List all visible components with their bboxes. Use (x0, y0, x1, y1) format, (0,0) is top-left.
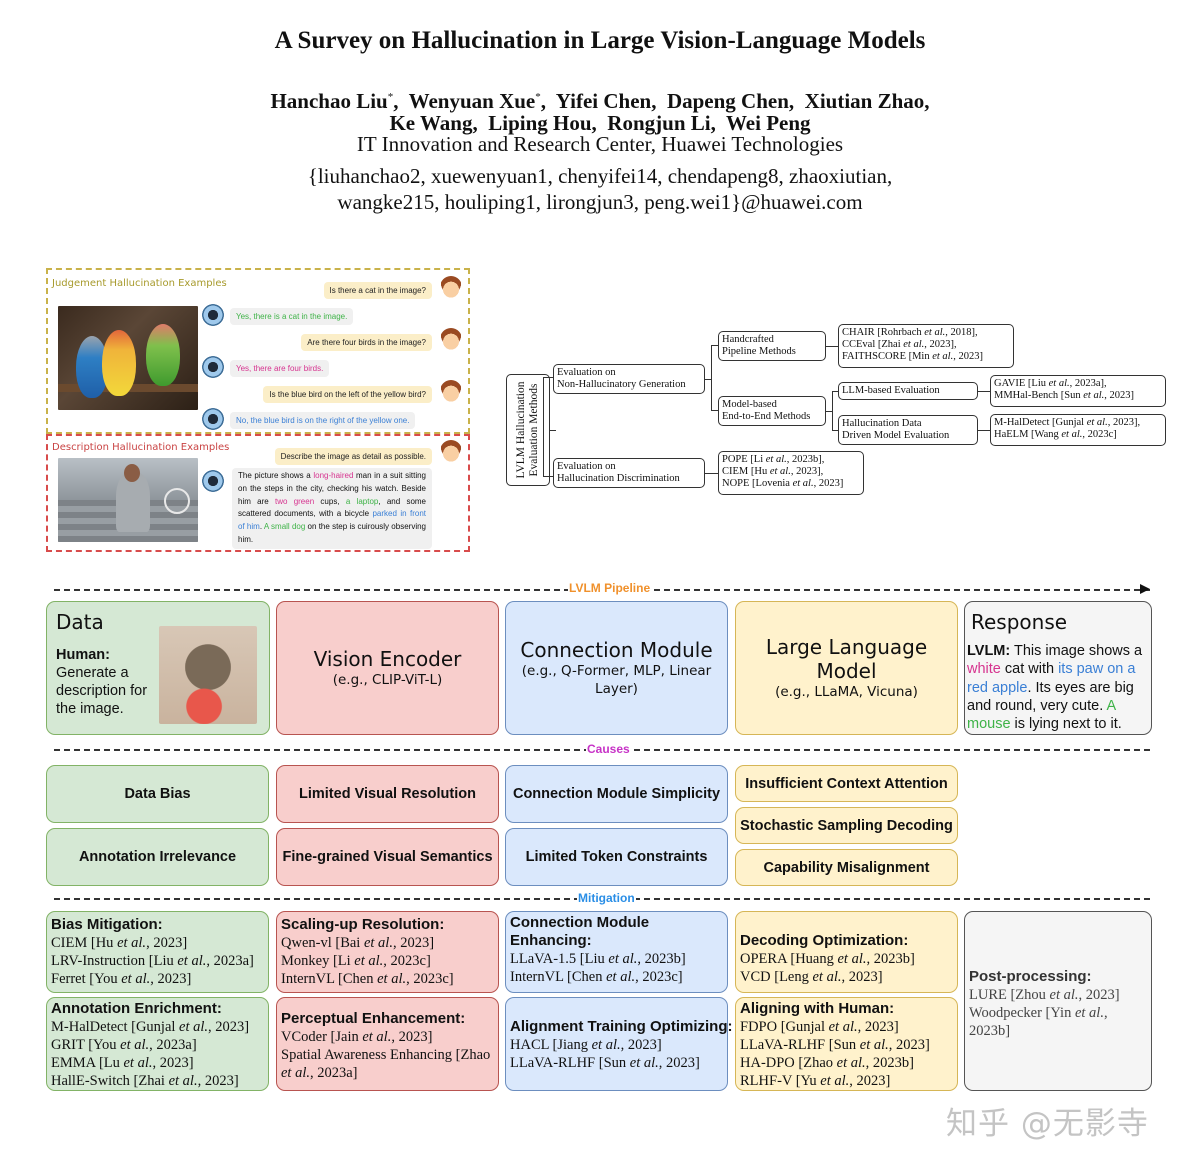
llm-eval-refs: GAVIE [Liu et al., 2023a], MMHal-Bench [… (990, 375, 1166, 407)
lovebirds-photo (58, 306, 198, 410)
model-answer: Yes, there are four birds. (230, 360, 330, 377)
author: Wei Peng (725, 111, 811, 135)
stage-title: Data (56, 610, 104, 634)
cause-data-bias: Data Bias (46, 765, 269, 823)
human-avatar-icon (440, 440, 462, 462)
stage-connection-module: Connection Module (e.g., Q-Former, MLP, … (505, 601, 728, 735)
section-label-causes: Causes (586, 742, 631, 756)
email-list: {liuhanchao2, xuewenyuan1, chenyifei14, … (307, 164, 893, 214)
stage-response: Response LVLM: This image shows a white … (964, 601, 1152, 735)
cause-limited-token-constraints: Limited Token Constraints (505, 828, 728, 886)
author-list: Hanchao Liu*, Wenyuan Xue*, Yifei Chen, … (0, 86, 1200, 134)
cat-with-apple-photo (159, 626, 257, 724)
human-avatar-icon (440, 276, 462, 298)
authors-line-2: Ke Wang, Liping Hou, Rongjun Li, Wei Pen… (389, 111, 811, 135)
model-answer: Yes, there is a cat in the image. (230, 308, 354, 325)
cause-connection-simplicity: Connection Module Simplicity (505, 765, 728, 823)
mitigation-decoding-optimization: Decoding Optimization: OPERA [Huang et a… (735, 911, 958, 993)
author: Ke Wang (389, 111, 473, 135)
section-label-pipeline: LVLM Pipeline (568, 581, 652, 595)
cause-capability-misalignment: Capability Misalignment (735, 849, 958, 886)
author: Xiutian Zhao (804, 89, 925, 113)
human-question: Are there four birds in the image? (301, 334, 432, 351)
panel-title: Description Hallucination Examples (52, 442, 230, 453)
cause-insufficient-context-attention: Insufficient Context Attention (735, 765, 958, 802)
robot-avatar-icon (202, 356, 224, 378)
mitigation-alignment-training: Alignment Training Optimizing: HACL [Jia… (505, 997, 733, 1091)
cause-limited-visual-resolution: Limited Visual Resolution (276, 765, 499, 823)
human-prompt: Describe the image as detail as possible… (274, 448, 432, 465)
mitigation-annotation: Annotation Enrichment: M-HalDetect [Gunj… (46, 997, 269, 1091)
author: Yifei Chen (555, 89, 652, 113)
data-driven-refs: M-HalDetect [Gunjal et al., 2023], HaELM… (990, 414, 1166, 446)
handcrafted-refs: CHAIR [Rohrbach et al., 2018], CCEval [Z… (838, 324, 1014, 368)
paper-title: A Survey on Hallucination in Large Visio… (274, 27, 926, 54)
human-question: Is there a cat in the image? (323, 282, 432, 299)
mitigation-perceptual-enhancement: Perceptual Enhancement: VCoder [Jain et … (276, 997, 499, 1091)
discrimination-refs: POPE [Li et al., 2023b], CIEM [Hu et al.… (718, 451, 864, 495)
model-answer: No, the blue bird is on the right of the… (230, 412, 416, 429)
mitigation-post-processing: Post-processing: LURE [Zhou et al., 2023… (964, 911, 1152, 1091)
author: Dapeng Chen (666, 89, 789, 113)
author: Hanchao Liu (270, 89, 388, 113)
human-prompt: Human:Generate a description for the ima… (56, 647, 148, 717)
lvlm-response-text: LVLM: This image shows a white cat with … (967, 643, 1143, 733)
human-question: Is the blue bird on the left of the yell… (263, 386, 432, 403)
human-avatar-icon (440, 328, 462, 350)
arrow-right-icon (1140, 584, 1150, 594)
mitigation-aligning-human: Aligning with Human: FDPO [Gunjal et al.… (735, 997, 958, 1091)
zhihu-watermark: 知乎 @无影寺 (946, 1106, 1149, 1142)
mitigation-scaling-resolution: Scaling-up Resolution: Qwen-vl [Bai et a… (276, 911, 499, 993)
affiliation: IT Innovation and Research Center, Huawe… (356, 132, 844, 156)
model-description: The picture shows a long-haired man in a… (232, 468, 432, 549)
cause-fine-grained-semantics: Fine-grained Visual Semantics (276, 828, 499, 886)
stage-data: Data Human:Generate a description for th… (46, 601, 270, 735)
node-llm-based-eval: LLM-based Evaluation (838, 382, 978, 400)
author: Wenyuan Xue (408, 89, 536, 113)
robot-avatar-icon (202, 304, 224, 326)
robot-avatar-icon (202, 408, 224, 430)
authors-line-1: Hanchao Liu*, Wenyuan Xue*, Yifei Chen, … (270, 89, 930, 113)
human-avatar-icon (440, 380, 462, 402)
author: Liping Hou (488, 111, 592, 135)
man-on-steps-photo (58, 458, 198, 542)
section-label-mitigation: Mitigation (577, 891, 636, 905)
robot-avatar-icon (202, 470, 224, 492)
judgement-examples-panel: Judgement Hallucination Examples Is ther… (46, 268, 470, 434)
mitigation-bias: Bias Mitigation: CIEM [Hu et al., 2023] … (46, 911, 269, 993)
description-examples-panel: Description Hallucination Examples Descr… (46, 434, 470, 552)
stage-vision-encoder: Vision Encoder (e.g., CLIP-ViT-L) (276, 601, 499, 735)
panel-title: Judgement Hallucination Examples (52, 278, 227, 289)
cause-stochastic-sampling: Stochastic Sampling Decoding (735, 807, 958, 844)
author: Rongjun Li (607, 111, 711, 135)
mitigation-connection-enhancing: Connection Module Enhancing: LLaVA-1.5 [… (505, 911, 728, 993)
cause-annotation-irrelevance: Annotation Irrelevance (46, 828, 269, 886)
stage-large-language-model: Large Language Model (e.g., LLaMA, Vicun… (735, 601, 958, 735)
